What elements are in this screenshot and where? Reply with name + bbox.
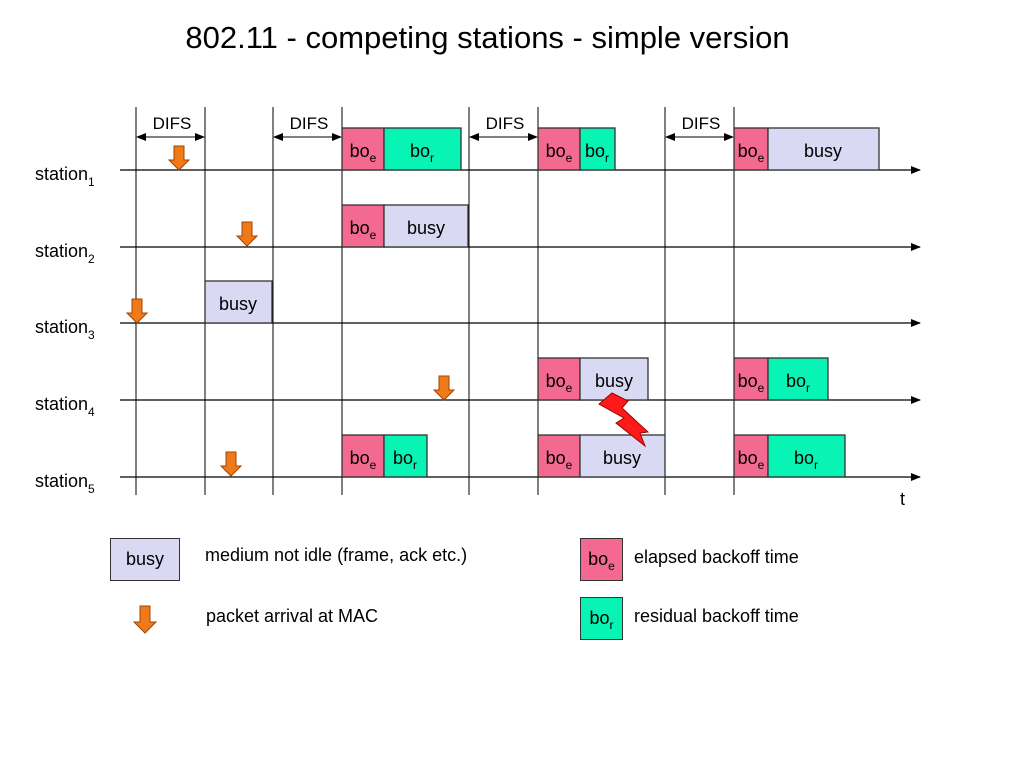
svg-text:bor: bor bbox=[794, 448, 818, 472]
svg-text:boe: boe bbox=[350, 448, 377, 472]
station-5-blocks: boe bor boe busy boe bor bbox=[341, 434, 846, 478]
svg-text:boe: boe bbox=[546, 371, 573, 395]
station-label-3: station3 bbox=[35, 317, 95, 342]
difs-indicator: DIFS bbox=[273, 114, 342, 141]
svg-text:boe: boe bbox=[546, 448, 573, 472]
legend-boe-description: elapsed backoff time bbox=[634, 547, 799, 567]
station-3-blocks: busy bbox=[204, 280, 273, 324]
station-label-5: station5 bbox=[35, 471, 95, 496]
svg-text:busy: busy bbox=[407, 218, 445, 238]
legend-busy-description: medium not idle (frame, ack etc.) bbox=[205, 545, 468, 565]
packet-arrival-arrow-icon bbox=[219, 451, 243, 477]
svg-text:busy: busy bbox=[804, 141, 842, 161]
busy-block bbox=[579, 357, 649, 401]
backoff-elapsed-block bbox=[341, 204, 385, 248]
packet-arrival-arrow-icon bbox=[167, 145, 191, 171]
backoff-residual-block bbox=[383, 127, 462, 171]
svg-text:DIFS: DIFS bbox=[153, 114, 192, 133]
svg-text:boe: boe bbox=[738, 141, 765, 165]
svg-text:boe: boe bbox=[350, 218, 377, 242]
svg-text:boe: boe bbox=[738, 371, 765, 395]
svg-text:bor: bor bbox=[410, 141, 434, 165]
legend-boe-box: boe bbox=[580, 538, 623, 581]
backoff-residual-block bbox=[767, 357, 829, 401]
busy-block bbox=[383, 204, 469, 248]
difs-indicator: DIFS bbox=[136, 114, 205, 141]
svg-text:DIFS: DIFS bbox=[486, 114, 525, 133]
legend-arrival-arrow-icon bbox=[132, 605, 158, 634]
backoff-residual-block bbox=[767, 434, 846, 478]
packet-arrivals bbox=[125, 145, 456, 477]
svg-text:DIFS: DIFS bbox=[682, 114, 721, 133]
collision-lightning-icon bbox=[598, 392, 650, 448]
svg-text:boe: boe bbox=[738, 448, 765, 472]
backoff-elapsed-block bbox=[733, 434, 769, 478]
backoff-residual-block bbox=[579, 127, 616, 171]
svg-text:bor: bor bbox=[786, 371, 810, 395]
busy-block bbox=[767, 127, 880, 171]
svg-text:bor: bor bbox=[393, 448, 417, 472]
busy-block bbox=[204, 280, 273, 324]
packet-arrival-arrow-icon bbox=[125, 298, 149, 324]
backoff-residual-block bbox=[383, 434, 428, 478]
svg-text:DIFS: DIFS bbox=[290, 114, 329, 133]
legend-busy-box: busy bbox=[110, 538, 180, 581]
station-1-blocks: boe bor boe bor boe busy bbox=[341, 127, 880, 171]
page-title: 802.11 - competing stations - simple ver… bbox=[185, 20, 790, 55]
backoff-elapsed-block bbox=[537, 357, 581, 401]
station-2-blocks: boe busy bbox=[341, 204, 469, 248]
busy-block bbox=[579, 434, 666, 478]
svg-text:bor: bor bbox=[585, 141, 609, 165]
svg-text:boe: boe bbox=[546, 141, 573, 165]
svg-text:busy: busy bbox=[603, 448, 641, 468]
station-label-1: station1 bbox=[35, 164, 95, 189]
legend-bor-description: residual backoff time bbox=[634, 606, 799, 626]
legend-bor-box: bor bbox=[580, 597, 623, 640]
backoff-elapsed-block bbox=[733, 127, 769, 171]
station-4-blocks: boe busy boe bor bbox=[537, 357, 829, 401]
svg-text:busy: busy bbox=[219, 294, 257, 314]
difs-indicator: DIFS bbox=[469, 114, 538, 141]
backoff-elapsed-block bbox=[537, 434, 581, 478]
difs-indicators: DIFS DIFS DIFS DIFS bbox=[136, 114, 734, 141]
time-axis-label: t bbox=[900, 489, 905, 509]
packet-arrival-arrow-icon bbox=[235, 221, 259, 247]
packet-arrival-arrow-icon bbox=[432, 375, 456, 401]
svg-text:busy: busy bbox=[595, 371, 633, 391]
difs-indicator: DIFS bbox=[665, 114, 734, 141]
station-label-2: station2 bbox=[35, 241, 95, 266]
legend-arrival-description: packet arrival at MAC bbox=[206, 606, 379, 626]
svg-text:boe: boe bbox=[350, 141, 377, 165]
station-label-4: station4 bbox=[35, 394, 95, 419]
station-labels: station1 station2 station3 station4 stat… bbox=[35, 164, 95, 496]
